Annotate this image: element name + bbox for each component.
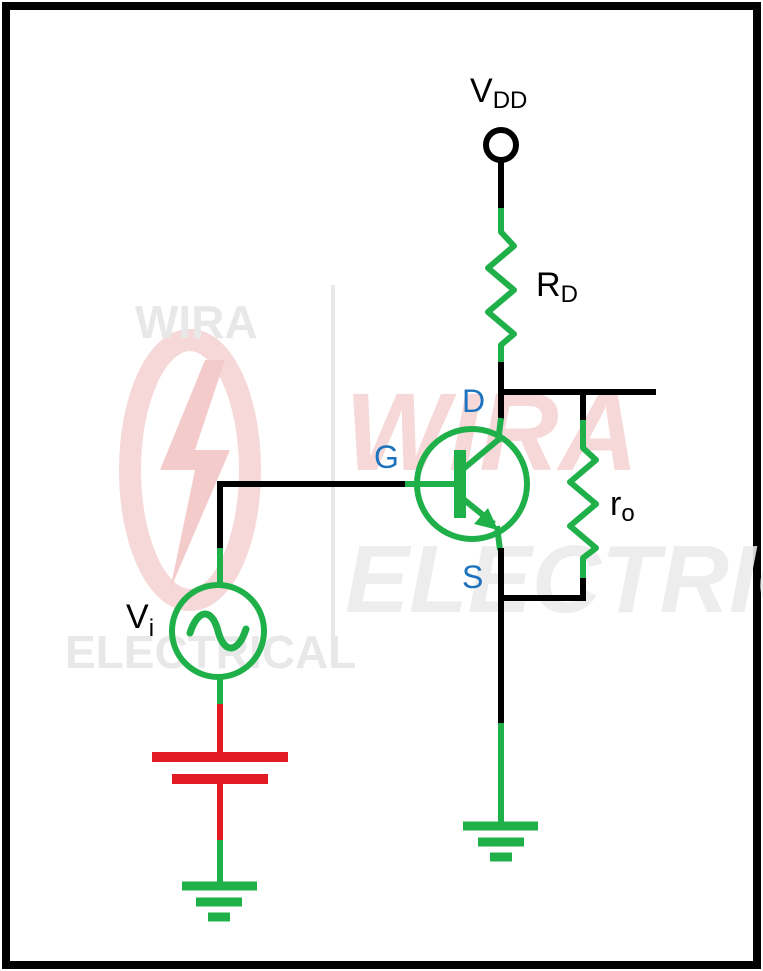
ground-symbol-left — [182, 881, 257, 922]
resistor-rd — [485, 208, 517, 365]
transistor — [414, 417, 530, 551]
transistor-emitter-arrow — [474, 508, 498, 530]
watermark-right-bottom: ELECTRICAL — [345, 526, 763, 633]
resistor-rd-zigzag — [485, 208, 517, 365]
transistor-emitter-down — [494, 525, 503, 551]
ro-label: ro — [610, 485, 635, 527]
gate-label: G — [374, 439, 399, 475]
source-label: S — [462, 559, 483, 595]
resistor-ro-zigzag — [567, 420, 599, 580]
wire-gate — [217, 481, 405, 560]
watermark-bolt — [160, 360, 230, 590]
watermark-ring — [119, 329, 261, 611]
vdd-terminal — [483, 127, 519, 163]
watermark-left-bottom: ELECTRICAL — [65, 626, 356, 678]
watermark-logo: WIRA ELECTRICAL WIRA ELECTRICAL — [65, 285, 763, 678]
transistor-collector-lead — [460, 437, 500, 473]
vdd-label: VDD — [470, 72, 527, 114]
sine-wave-icon — [186, 610, 250, 652]
transistor-collector-up — [495, 417, 504, 443]
watermark-left-top: WIRA — [135, 296, 258, 348]
drain-label: D — [462, 383, 485, 419]
ground-symbol-right — [463, 821, 538, 862]
vi-label: Vi — [126, 598, 154, 642]
rd-label: RD — [536, 266, 578, 308]
battery — [152, 704, 288, 842]
